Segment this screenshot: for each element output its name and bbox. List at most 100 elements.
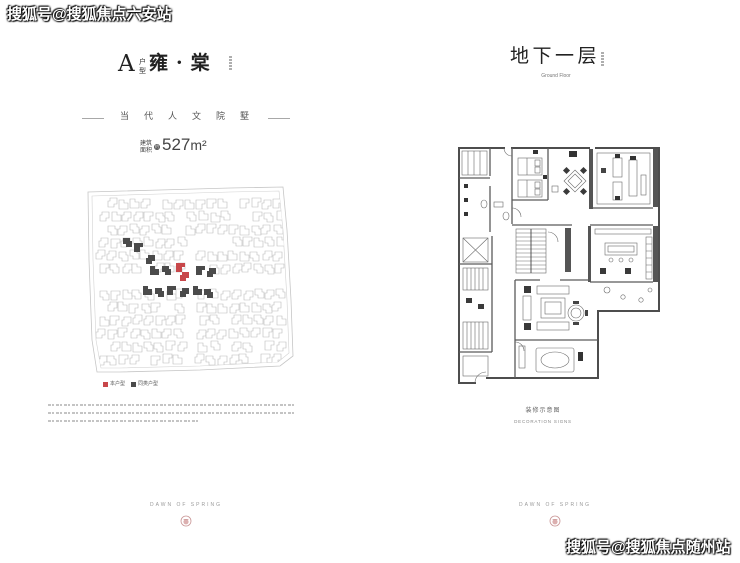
site-building <box>139 225 150 236</box>
site-plan-legend: 本户型 同类户型 <box>103 381 164 387</box>
similar-unit-building <box>150 266 159 275</box>
site-building <box>107 225 118 236</box>
pillow <box>534 188 541 196</box>
armchair <box>524 286 531 293</box>
fitness-stool <box>601 168 606 173</box>
floor-plan <box>458 147 660 384</box>
interior-walls <box>459 148 653 378</box>
watermark-top-left: 搜狐号@搜狐焦点六安站 <box>7 6 172 23</box>
approx-mark: 约 <box>154 144 160 150</box>
site-building <box>98 237 109 248</box>
pillow <box>534 166 541 174</box>
site-building <box>172 354 183 365</box>
elevator-cross <box>462 237 489 263</box>
site-building <box>173 328 184 339</box>
watermark-bottom-right: 搜狐号@搜狐焦点随州站 <box>566 539 731 556</box>
site-building <box>199 315 210 326</box>
equipment-console <box>615 196 620 200</box>
legend-item-this-unit: 本户型 <box>103 381 125 387</box>
stair-core-wall <box>565 228 571 272</box>
site-building <box>264 289 275 300</box>
site-building <box>264 264 275 275</box>
site-building <box>129 198 140 209</box>
similar-unit-building <box>155 288 164 297</box>
floor-title: 地下一层 <box>510 45 601 67</box>
door-swing <box>503 147 513 157</box>
wine-rack <box>462 321 489 350</box>
site-plan <box>87 186 294 373</box>
site-building <box>239 327 250 338</box>
site-building <box>129 223 140 234</box>
round-table-top <box>570 307 582 319</box>
site-building <box>117 225 128 236</box>
site-building <box>217 303 228 314</box>
lounge-chair <box>478 304 484 309</box>
floor-title-decorative-mark <box>601 52 604 67</box>
sofa <box>522 295 532 321</box>
site-building <box>155 315 166 326</box>
site-building <box>217 198 228 209</box>
site-building <box>164 238 175 249</box>
site-building <box>205 328 216 339</box>
tagline-rule-right <box>268 118 290 119</box>
treadmill <box>612 157 623 178</box>
side-chair <box>573 301 579 304</box>
unit-name: 雍·棠 <box>149 52 218 74</box>
storage-shelf-lines <box>467 151 481 175</box>
site-building <box>231 314 242 325</box>
sofa <box>536 321 570 331</box>
site-building <box>165 340 176 351</box>
site-building <box>139 249 150 260</box>
site-building <box>143 236 154 247</box>
similar-unit-building <box>196 266 205 275</box>
site-building <box>242 314 253 325</box>
nightstand <box>543 175 547 179</box>
site-building <box>228 224 239 235</box>
site-building <box>263 212 274 223</box>
logo-core <box>552 519 558 525</box>
disclaimer-fine-print <box>48 404 298 422</box>
site-building <box>232 236 243 247</box>
site-building <box>110 290 121 301</box>
site-building <box>210 340 221 351</box>
toilet <box>502 211 510 221</box>
site-building <box>99 211 110 222</box>
bar-shelf-lines <box>646 243 652 273</box>
site-building <box>254 288 265 299</box>
site-building <box>164 211 175 222</box>
site-building <box>165 315 176 326</box>
toilet <box>480 199 488 209</box>
weight-bench <box>628 159 638 197</box>
bathroom-vanity <box>493 201 504 208</box>
bed <box>517 157 543 176</box>
bar-stool <box>608 257 614 263</box>
area-label-line-2: 面积 <box>140 147 153 154</box>
site-building <box>141 303 152 314</box>
similar-unit-building <box>143 286 152 295</box>
decoration-caption-cn: 装修示意图 <box>525 407 561 414</box>
site-building <box>110 238 121 249</box>
wine-rack-lines <box>466 268 484 290</box>
site-building <box>177 236 188 247</box>
legend-label-this-unit: 本户型 <box>110 381 126 387</box>
site-building <box>140 329 151 340</box>
site-building <box>132 342 143 353</box>
site-building <box>196 302 207 313</box>
site-building <box>106 250 117 261</box>
site-building <box>260 224 271 235</box>
site-building <box>231 341 242 352</box>
site-building <box>153 342 164 353</box>
site-building <box>107 329 118 340</box>
column-marker <box>464 212 468 216</box>
site-building <box>250 327 261 338</box>
bar-stool <box>618 257 624 263</box>
unit-type-label: 户 型 <box>139 58 147 76</box>
dining-chair <box>625 268 631 274</box>
site-building <box>239 198 250 209</box>
area-value: 527m² <box>162 136 207 153</box>
tagline: 当代人文院墅 <box>120 112 265 122</box>
site-building <box>275 288 286 299</box>
site-building <box>111 211 122 222</box>
site-building <box>206 198 217 209</box>
site-building <box>184 199 195 210</box>
